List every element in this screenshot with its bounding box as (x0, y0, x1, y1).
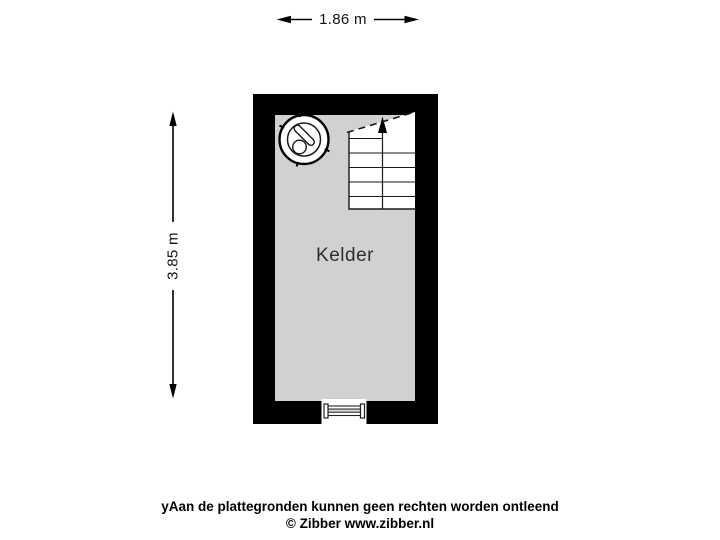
copyright-text: © Zibber www.zibber.nl (285, 516, 435, 531)
disclaimer-text: yAan de plattegronden kunnen geen rechte… (161, 499, 559, 514)
room-name-label: Kelder (316, 245, 374, 266)
boiler-icon (278, 111, 330, 167)
width-dimension-label: 1.86 m (312, 8, 374, 30)
entrance-steps-icon (321, 399, 367, 425)
staircase-up-icon (346, 110, 417, 210)
height-dimension-label: 3.85 m (161, 222, 185, 290)
stairs-direction-arrow-icon (378, 116, 387, 133)
stairs-break-line (346, 110, 417, 134)
